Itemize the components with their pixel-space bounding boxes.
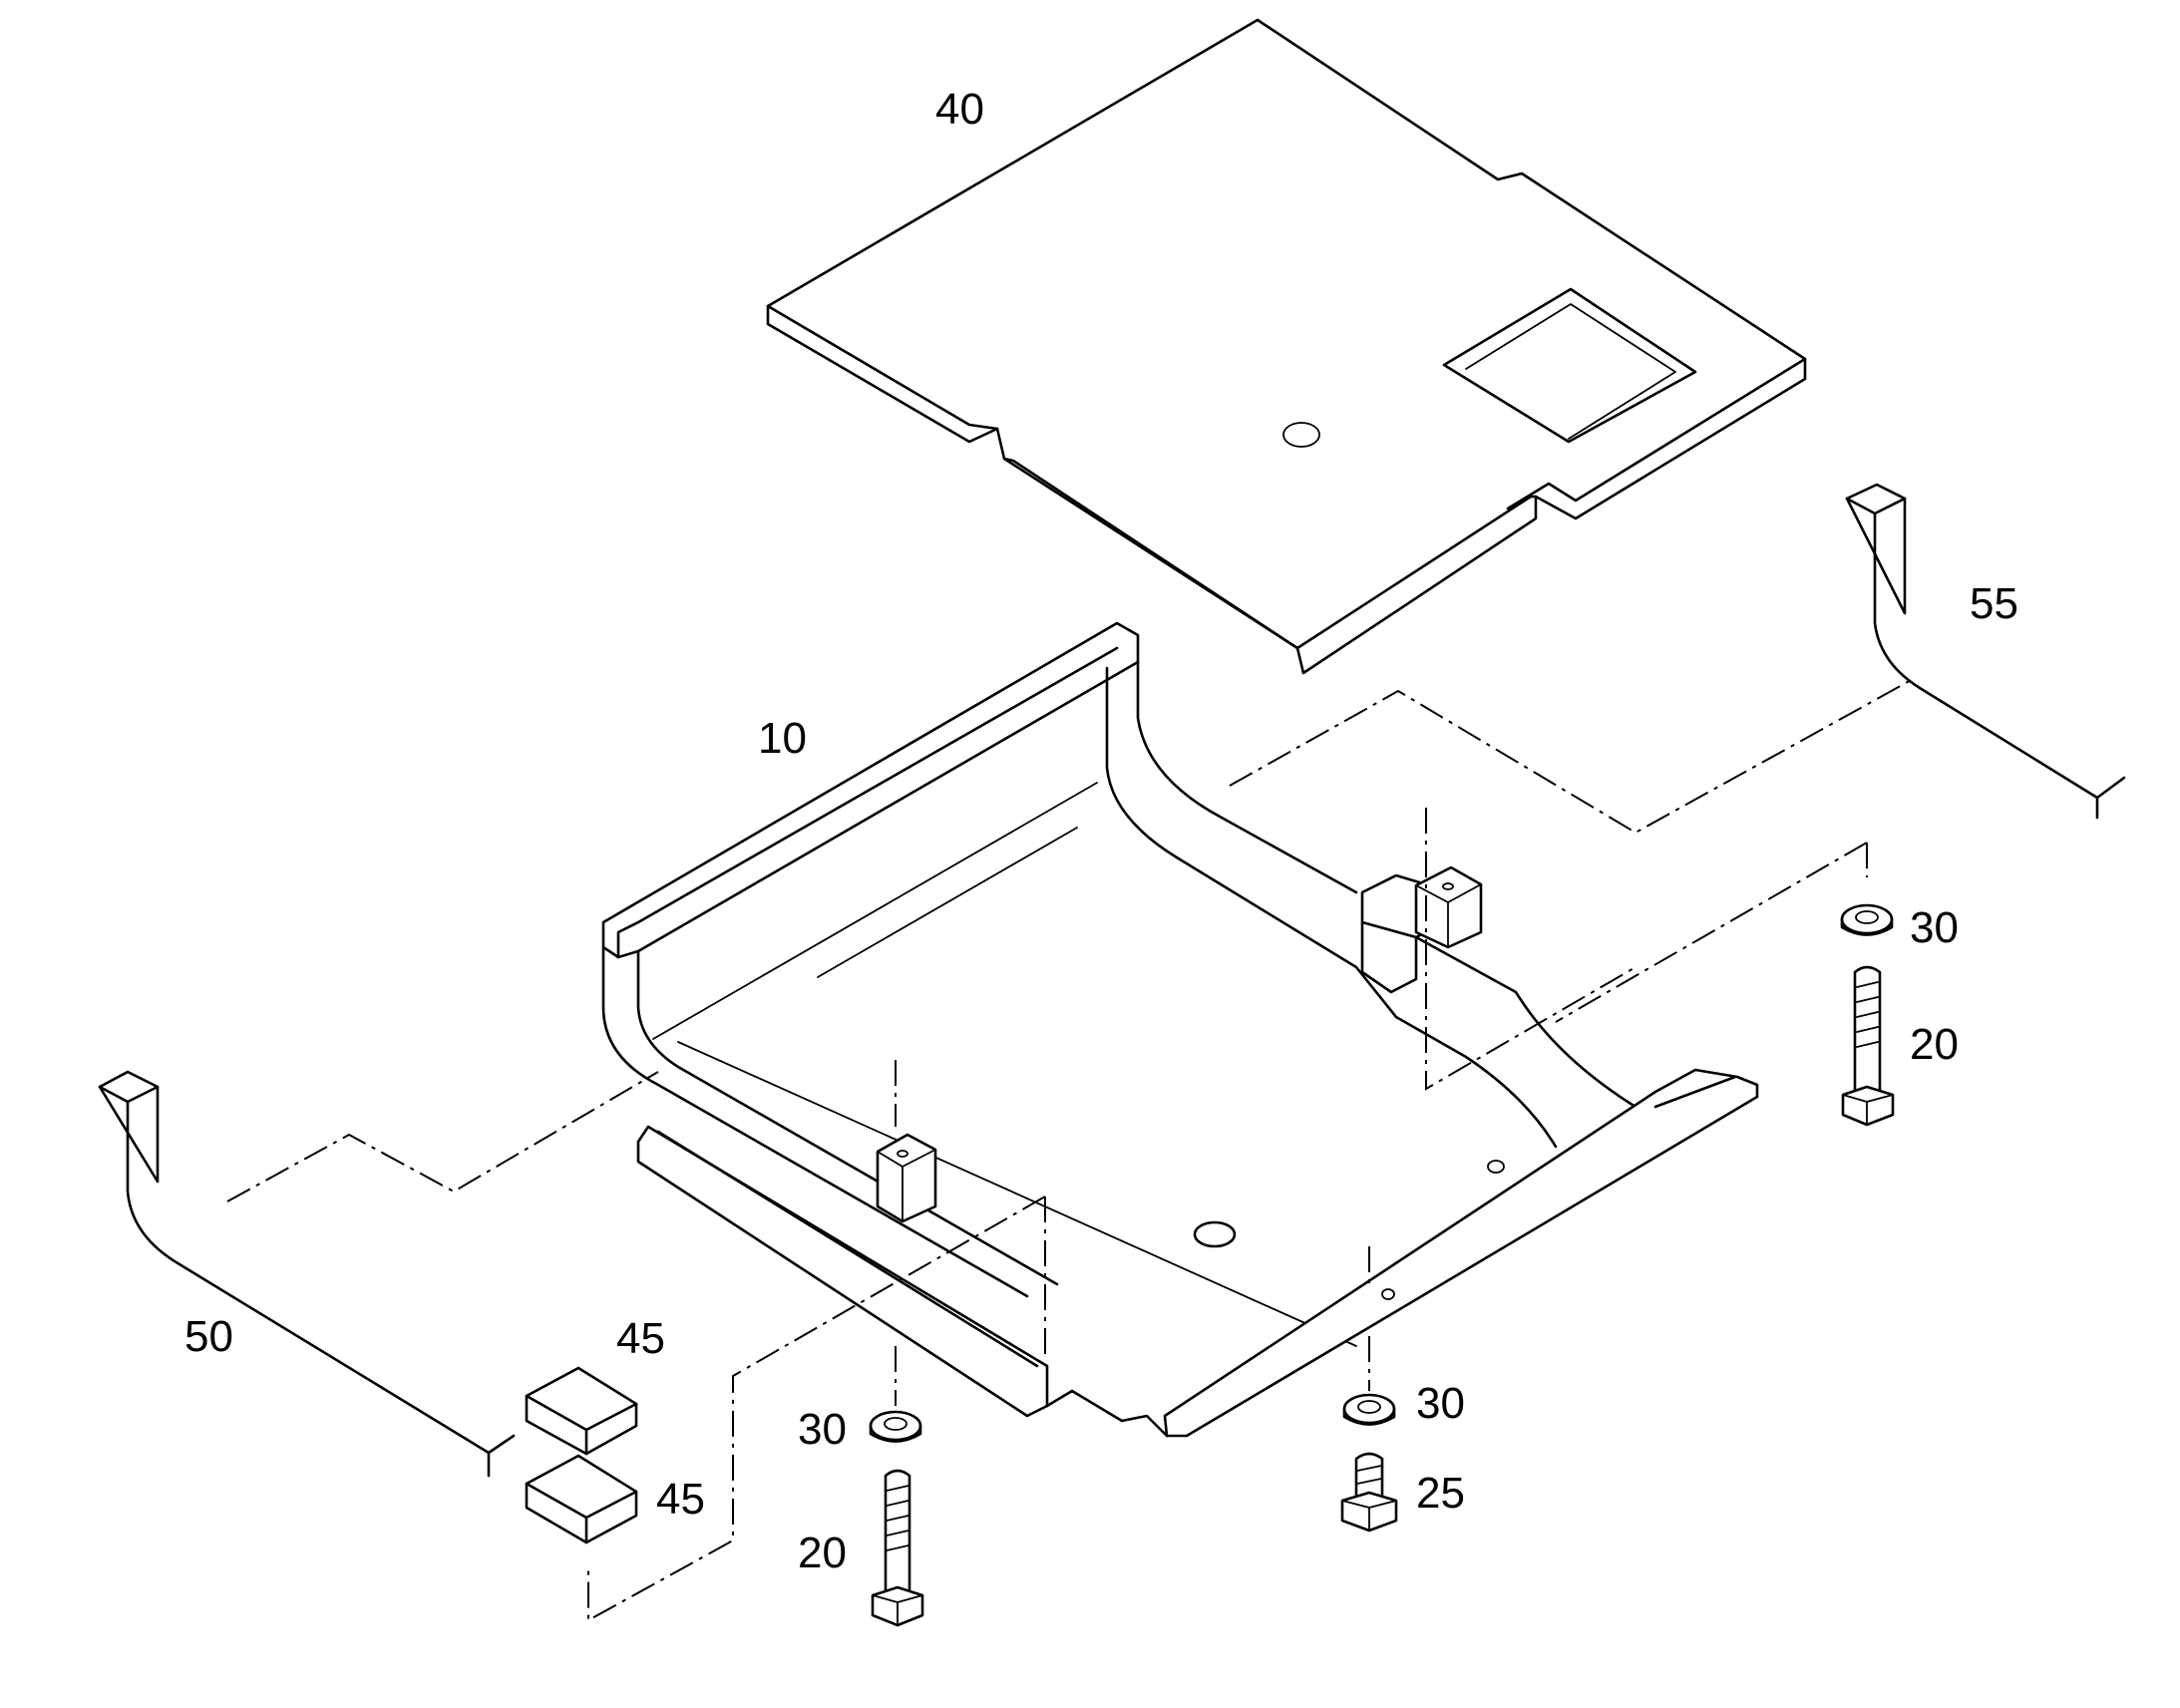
part-45-pad-lower — [525, 1454, 638, 1544]
label-40: 40 — [935, 85, 984, 134]
label-10: 10 — [758, 714, 807, 763]
part-45-pad-upper — [525, 1366, 638, 1456]
label-45-top: 45 — [616, 1314, 665, 1363]
part-30-washer-right — [1840, 903, 1894, 936]
label-20-left: 20 — [798, 1529, 847, 1577]
part-30-washer-left — [869, 1410, 922, 1443]
label-25: 25 — [1416, 1469, 1465, 1518]
label-55: 55 — [1970, 579, 2018, 628]
leader-lines — [226, 677, 1916, 1622]
part-20-bolt-left — [871, 1469, 924, 1627]
part-40-top-plate — [766, 18, 1807, 675]
part-55-angle-bar — [1845, 483, 2126, 820]
label-30-right: 30 — [1910, 903, 1959, 952]
part-20-bolt-right — [1841, 965, 1895, 1127]
callout-labels: 40 10 55 30 20 50 45 45 30 20 30 25 — [184, 85, 2018, 1577]
label-50: 50 — [184, 1312, 233, 1361]
part-50-angle-bar — [98, 1070, 516, 1478]
label-45-bottom: 45 — [656, 1475, 705, 1524]
label-30-center: 30 — [1416, 1379, 1465, 1428]
part-30-washer-center — [1342, 1393, 1396, 1426]
label-30-left: 30 — [798, 1405, 847, 1454]
label-20-right: 20 — [1910, 1020, 1959, 1069]
part-25-bolt — [1340, 1452, 1398, 1533]
part-10-frame — [601, 621, 1759, 1438]
